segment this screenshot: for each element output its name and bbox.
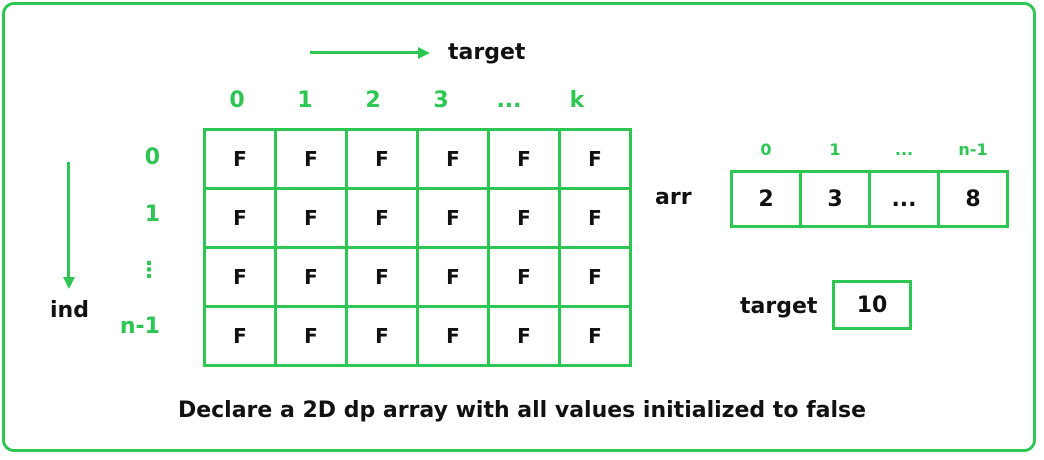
arr-index-label: n-1	[958, 140, 988, 159]
arr-index-label: 0	[760, 140, 772, 159]
dp-cell: F	[490, 308, 558, 364]
target-axis-arrow-head	[418, 46, 430, 59]
column-label: 3	[433, 88, 449, 113]
row-label: 0	[144, 145, 160, 170]
dp-cell: F	[419, 249, 487, 305]
arr-array: 2 3 ... 8	[730, 170, 1009, 228]
arr-cell: 3	[802, 173, 868, 225]
dp-cell: F	[206, 190, 274, 246]
arr-cell: ...	[871, 173, 937, 225]
dp-cell: F	[206, 131, 274, 187]
dp-cell: F	[206, 249, 274, 305]
top-axis-label: target	[448, 40, 526, 65]
row-label: n-1	[119, 314, 160, 339]
arr-cell: 2	[733, 173, 799, 225]
column-label: k	[569, 88, 585, 113]
dp-cell: F	[561, 190, 629, 246]
dp-cell: F	[419, 190, 487, 246]
dp-cell: F	[490, 131, 558, 187]
dp-cell: F	[277, 190, 345, 246]
dp-cell: F	[490, 249, 558, 305]
dp-cell: F	[419, 131, 487, 187]
column-label: 0	[229, 88, 245, 113]
dp-cell: F	[277, 308, 345, 364]
arr-cell: 8	[940, 173, 1006, 225]
diagram-frame	[2, 2, 1036, 452]
column-label: 2	[365, 88, 381, 113]
target-axis-arrow-line	[310, 51, 418, 54]
row-label: ⋮	[138, 258, 160, 283]
ind-axis-arrow-head	[62, 277, 75, 289]
arr-label: arr	[655, 185, 692, 210]
dp-cell: F	[277, 249, 345, 305]
dp-cell: F	[206, 308, 274, 364]
dp-cell: F	[348, 131, 416, 187]
caption: Declare a 2D dp array with all values in…	[177, 398, 867, 423]
dp-cell: F	[348, 308, 416, 364]
dp-cell: F	[561, 308, 629, 364]
dp-cell: F	[490, 190, 558, 246]
arr-index-label: 1	[829, 140, 841, 159]
row-label: 1	[144, 202, 160, 227]
ind-axis-arrow-line	[67, 162, 70, 278]
arr-index-label: ...	[894, 140, 914, 159]
dp-cell: F	[348, 249, 416, 305]
dp-cell: F	[348, 190, 416, 246]
target-label: target	[740, 294, 818, 319]
target-value-box: 10	[832, 280, 912, 330]
dp-cell: F	[561, 249, 629, 305]
column-label: ...	[496, 88, 522, 113]
dp-grid: F F F F F F F F F F F F F F F F F F F F …	[203, 128, 632, 367]
dp-cell: F	[277, 131, 345, 187]
dp-cell: F	[561, 131, 629, 187]
dp-cell: F	[419, 308, 487, 364]
column-label: 1	[297, 88, 313, 113]
left-axis-label: ind	[50, 298, 89, 323]
